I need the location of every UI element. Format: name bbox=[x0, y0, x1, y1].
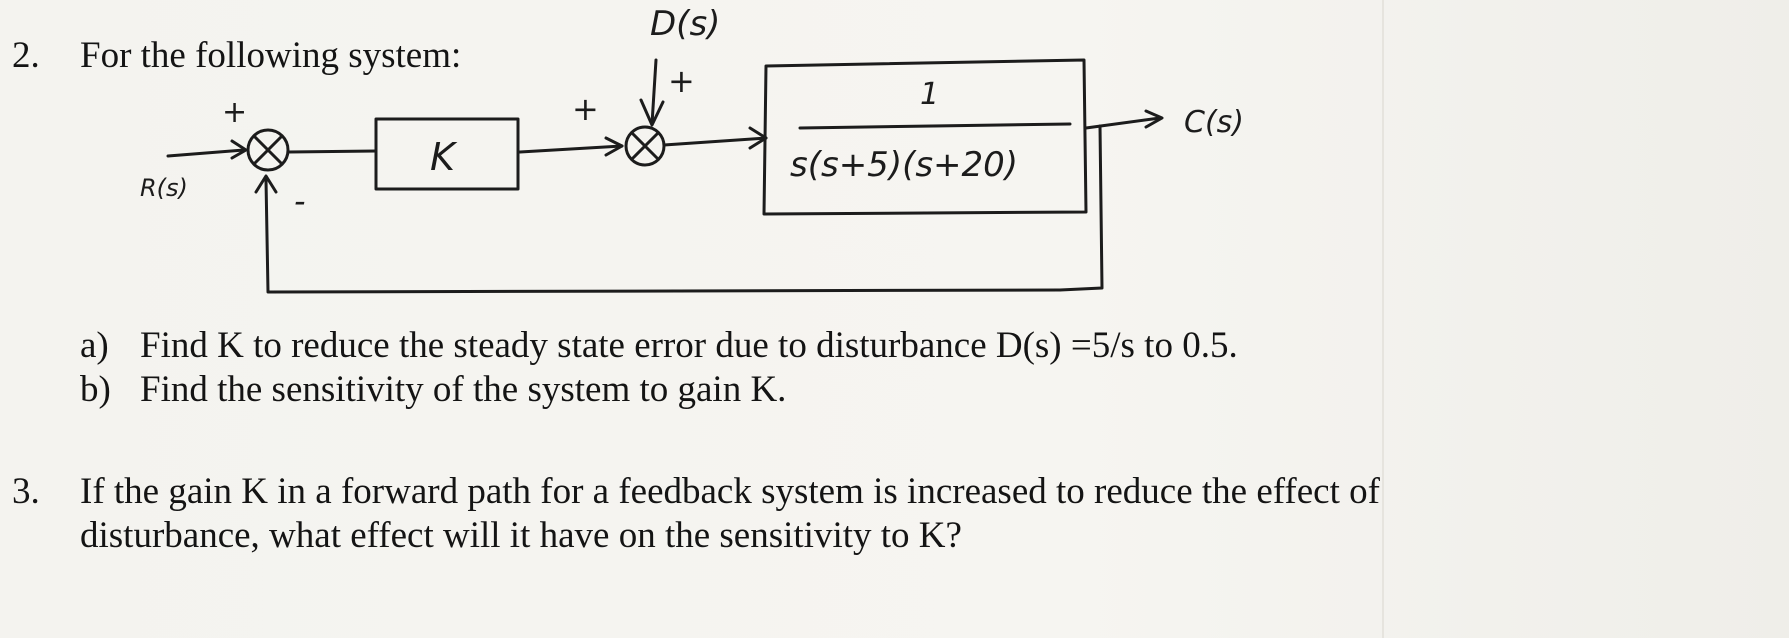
sum2-plus-sign: + bbox=[572, 90, 599, 128]
part-a-label: a) bbox=[80, 325, 109, 366]
question-2-text: For the following system: bbox=[80, 35, 462, 76]
input-label: R(s) bbox=[140, 174, 188, 202]
feedback-path bbox=[1058, 124, 1104, 292]
question-2-number: 2. bbox=[12, 35, 40, 76]
plant-numerator: 1 bbox=[920, 77, 939, 112]
output-label: C(s) bbox=[1184, 105, 1244, 140]
question-3-line-2: disturbance, what effect will it have on… bbox=[80, 515, 962, 556]
part-a-text: Find K to reduce the steady state error … bbox=[140, 325, 1238, 366]
plant-denominator: s(s+5)(s+20) bbox=[790, 145, 1018, 185]
part-b-text: Find the sensitivity of the system to ga… bbox=[140, 369, 787, 410]
question-3-line-1: If the gain K in a forward path for a fe… bbox=[80, 471, 1380, 512]
question-3-number: 3. bbox=[12, 471, 40, 512]
plant-block bbox=[762, 58, 1088, 216]
sum1-plus-sign: + bbox=[222, 95, 247, 130]
paper-crease bbox=[1382, 0, 1384, 638]
summing-junction-1 bbox=[246, 128, 290, 172]
block-diagram: D(s) + + - + R(s) K 1 s(s+5)(s+20) C(s) bbox=[140, 4, 1244, 294]
part-b-label: b) bbox=[80, 369, 111, 410]
disturbance-label: D(s) bbox=[650, 4, 720, 44]
gain-label: K bbox=[430, 135, 458, 179]
input-arrow bbox=[166, 148, 246, 158]
sum1-minus-sign: - bbox=[294, 182, 306, 220]
disturbance-sign: + bbox=[668, 62, 695, 100]
gain-block bbox=[374, 117, 520, 191]
disturbance-arrow bbox=[650, 58, 658, 126]
output-arrow bbox=[1084, 116, 1162, 130]
